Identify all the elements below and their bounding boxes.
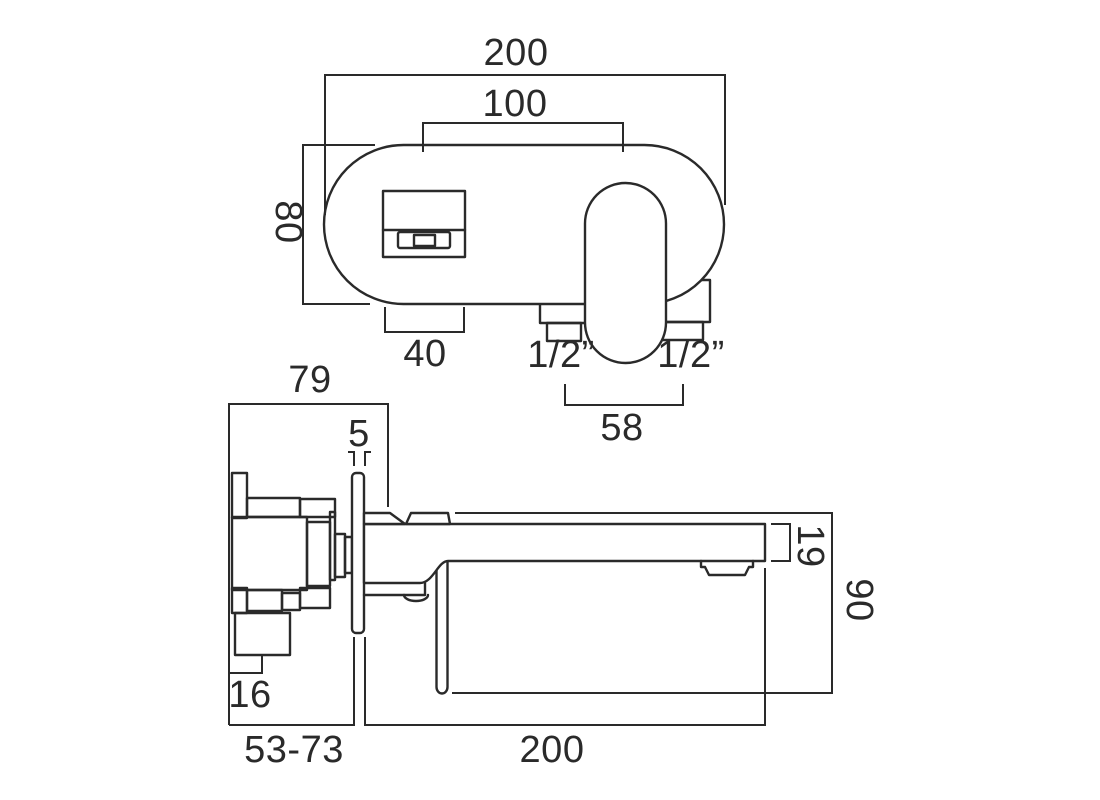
aerator-nozzle: [699, 559, 755, 577]
valve-stem-ring: [333, 532, 347, 579]
valve-block: [245, 496, 302, 519]
dim-label-right-inlet: 1/2”: [657, 334, 724, 376]
dim-label-inlet-centres: 58: [600, 407, 643, 449]
valve-block: [280, 591, 302, 612]
spout-mouth: [381, 189, 467, 259]
dim-line-lower-block-offset: [229, 655, 263, 674]
dim-label-left-inlet: 1/2”: [527, 334, 594, 376]
wall-plate-edge: [350, 471, 366, 635]
dim-label-lower-block-offset: 16: [228, 674, 271, 716]
dim-line-spout-width: [384, 307, 465, 333]
side-view: 79 5 19 90 16 53-73 200: [228, 359, 880, 771]
dim-line-wall-adjustment-range: [229, 637, 355, 726]
spout-profile: [362, 522, 767, 585]
handle-lever-blade: [435, 559, 449, 695]
dim-line-spout-tip-height: [771, 523, 791, 562]
handle-outline: [583, 181, 668, 365]
spout-mounting-lug: [362, 581, 427, 597]
dim-label-wall-adjustment-range: 53-73: [244, 729, 344, 771]
dim-line-plate-thickness: [348, 451, 371, 466]
valve-body: [230, 515, 309, 592]
dim-line-body-depth: [228, 403, 389, 725]
dim-line-inlet-centres: [564, 384, 684, 406]
valve-block: [298, 586, 332, 610]
dim-label-overall-height: 90: [838, 578, 880, 621]
valve-flange: [305, 520, 332, 588]
dim-label-spout-reach: 200: [520, 729, 585, 771]
dim-label-plate-thickness: 5: [348, 413, 370, 455]
dim-label-body-depth: 79: [288, 359, 331, 401]
dim-label-spout-tip-height: 19: [789, 524, 831, 567]
left-inlet-step: [545, 321, 583, 343]
dim-line-hole-centres: [422, 122, 624, 152]
top-view: 200 100 80 40 1/2” 1/2” 58: [267, 32, 726, 449]
concealed-valve-assembly: [230, 471, 354, 657]
spout-mouth-slot-inner: [412, 233, 437, 248]
valve-block: [245, 588, 284, 613]
dim-line-overall-height: [452, 512, 833, 694]
spout-mouth-slot-outer: [396, 230, 452, 250]
fixing-screw-dome: [402, 593, 430, 603]
side-view-dimensions: 79 5 19 90 16 53-73 200: [228, 359, 880, 771]
dim-label-plate-height: 80: [267, 200, 309, 243]
dim-line-plate-height: [302, 144, 375, 305]
lower-supply-block: [233, 611, 292, 657]
top-view-dimensions: 200 100 80 40 1/2” 1/2” 58: [267, 32, 726, 449]
spout-root-collar: [362, 511, 407, 526]
valve-block: [230, 586, 249, 615]
dim-label-hole-centres: 100: [483, 83, 548, 125]
dim-label-spout-width: 40: [403, 333, 446, 375]
handle-mount-boss: [404, 511, 452, 526]
dim-line-spout-reach: [364, 568, 766, 726]
valve-block: [230, 471, 249, 520]
valve-block: [298, 497, 337, 519]
dim-label-overall-width: 200: [484, 32, 549, 74]
